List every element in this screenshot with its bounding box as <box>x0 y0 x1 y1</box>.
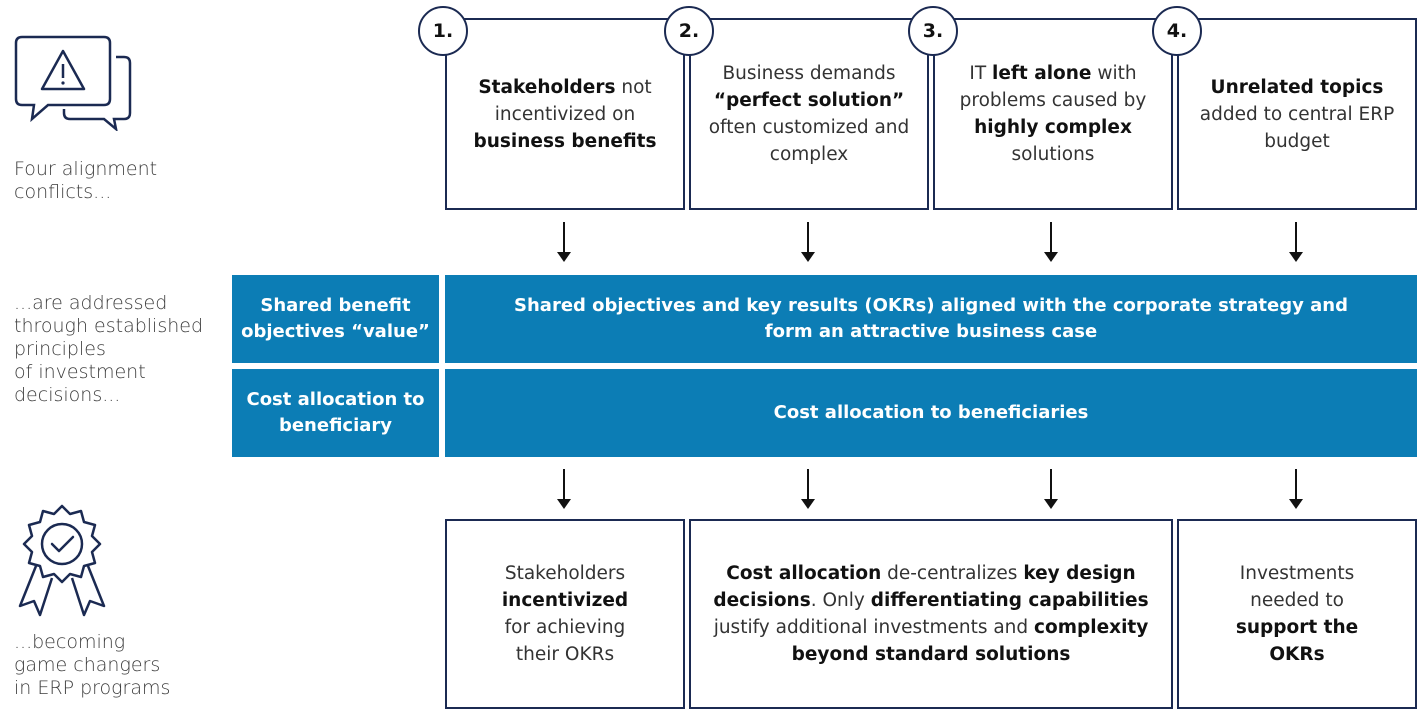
conflict-number-2: 2. <box>664 6 714 56</box>
principle-label-1: Shared benefit objectives “value” <box>232 275 439 363</box>
warning-speech-bubbles-icon <box>12 33 134 133</box>
conflict-box-4: Unrelated topics added to central ERP bu… <box>1177 18 1417 210</box>
emphasis-text: left alone <box>992 63 1092 84</box>
outcome-text-2: Cost allocation de-centralizes key desig… <box>691 560 1171 668</box>
outcome-box-1: Stakeholders incentivized for achieving … <box>445 519 685 709</box>
body-text: Business demands <box>722 63 896 84</box>
emphasis-text: incentivized <box>501 590 629 611</box>
conflict-text-2: Business demands “perfect solution” ofte… <box>691 60 927 168</box>
outcome-box-2: Cost allocation de-centralizes key desig… <box>689 519 1173 709</box>
body-text: added to central ERP budget <box>1199 103 1395 152</box>
down-arrow-bottom-4 <box>1289 469 1303 509</box>
body-text: de-centralizes <box>881 563 1024 584</box>
down-arrow-top-3 <box>1044 222 1058 262</box>
body-text: Investments needed to <box>1239 563 1355 611</box>
emphasis-text: Cost allocation <box>726 563 882 584</box>
caption-becoming: ...becoming game changers in ERP program… <box>14 631 171 699</box>
award-badge-icon <box>12 502 112 620</box>
principle-band-1: Shared objectives and key results (OKRs)… <box>445 275 1417 363</box>
principle-label-2: Cost allocation to beneficiary <box>232 369 439 457</box>
emphasis-text: differentiating capabilities <box>870 590 1149 611</box>
emphasis-text: highly complex <box>974 117 1132 138</box>
down-arrow-top-4 <box>1289 222 1303 262</box>
body-text: Stakeholders <box>504 563 626 584</box>
caption-conflicts: Four alignment conflicts... <box>14 158 158 203</box>
body-text: . Only <box>810 590 871 611</box>
body-text: for achieving their OKRs <box>504 617 626 665</box>
outcome-text-1: Stakeholders incentivized for achieving … <box>447 560 683 668</box>
body-text: with problems caused by <box>959 63 1147 111</box>
body-text: IT <box>969 63 992 84</box>
emphasis-text: Unrelated topics <box>1210 76 1384 98</box>
conflict-box-1: Stakeholders not incentivized on busines… <box>445 18 685 210</box>
conflict-number-1: 1. <box>418 6 468 56</box>
down-arrow-top-2 <box>801 222 815 262</box>
conflict-text-4: Unrelated topics added to central ERP bu… <box>1179 74 1415 155</box>
down-arrow-top-1 <box>557 222 571 262</box>
outcome-text-3: Investments needed to support the OKRs <box>1179 560 1415 668</box>
emphasis-text: “perfect solution” <box>713 90 905 111</box>
body-text: often customized and complex <box>708 117 910 165</box>
conflict-text-3: IT left alone with problems caused by hi… <box>935 60 1171 168</box>
emphasis-text: business benefits <box>473 130 657 152</box>
emphasis-text: complexity beyond standard solutions <box>791 617 1149 665</box>
conflict-number-4: 4. <box>1152 6 1202 56</box>
conflict-box-2: Business demands “perfect solution” ofte… <box>689 18 929 210</box>
emphasis-text: support the OKRs <box>1235 617 1359 665</box>
caption-addressed: ...are addressed through established pri… <box>14 292 204 406</box>
conflict-box-3: IT left alone with problems caused by hi… <box>933 18 1173 210</box>
down-arrow-bottom-1 <box>557 469 571 509</box>
emphasis-text: key design decisions <box>713 563 1136 611</box>
body-text: solutions <box>1011 144 1095 165</box>
down-arrow-bottom-2 <box>801 469 815 509</box>
outcome-box-3: Investments needed to support the OKRs <box>1177 519 1417 709</box>
body-text: not incentivized on <box>494 76 652 125</box>
down-arrow-bottom-3 <box>1044 469 1058 509</box>
conflict-number-3: 3. <box>908 6 958 56</box>
body-text: justify additional investments and <box>713 617 1035 638</box>
conflict-text-1: Stakeholders not incentivized on busines… <box>447 74 683 155</box>
emphasis-text: Stakeholders <box>478 76 616 98</box>
principle-band-2: Cost allocation to beneficiaries <box>445 369 1417 457</box>
